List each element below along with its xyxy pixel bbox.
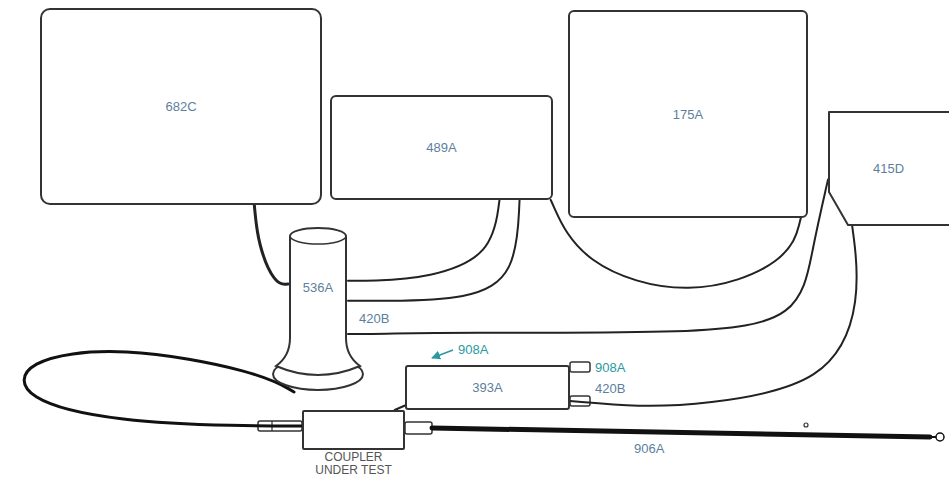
model-number: 393A (472, 380, 502, 395)
housing-outline (829, 112, 949, 225)
instrument-box: 415D (828, 110, 949, 226)
cable (24, 352, 302, 426)
instrument-box: 489A (330, 95, 553, 200)
model-number: 536A (303, 280, 333, 295)
instrument-box: 175A (568, 10, 808, 218)
instrument-box: 682C (40, 8, 322, 205)
cable (348, 200, 499, 281)
cable-label: 420B (357, 311, 391, 326)
instrument-box: 393A (405, 365, 570, 410)
cable-label: 420B (593, 381, 627, 396)
model-number: 175A (673, 107, 703, 122)
cable (254, 205, 288, 284)
unit-caption: COUPLER UNDER TEST (309, 451, 399, 477)
leader-arrow (432, 350, 453, 358)
probe-tip (936, 433, 944, 441)
cable (570, 226, 857, 406)
model-number: 489A (426, 140, 456, 155)
node-outline (288, 226, 348, 392)
cable-plug (405, 422, 432, 434)
cable-mark (804, 423, 808, 427)
model-number: 415D (873, 161, 904, 176)
mount-body (276, 228, 360, 375)
coupler-box: COUPLER UNDER TEST (302, 410, 405, 450)
mount-top (290, 236, 346, 244)
probe-tip (930, 436, 936, 438)
thick-cable (432, 428, 930, 437)
detector-mount: 536A (288, 226, 348, 392)
cable-plug (570, 362, 590, 372)
cable (348, 200, 520, 301)
cable-label: 906A (632, 441, 666, 456)
cable-label: 908A (456, 342, 490, 357)
cable-label: 908A (593, 360, 627, 375)
model-number: 682C (165, 99, 196, 114)
